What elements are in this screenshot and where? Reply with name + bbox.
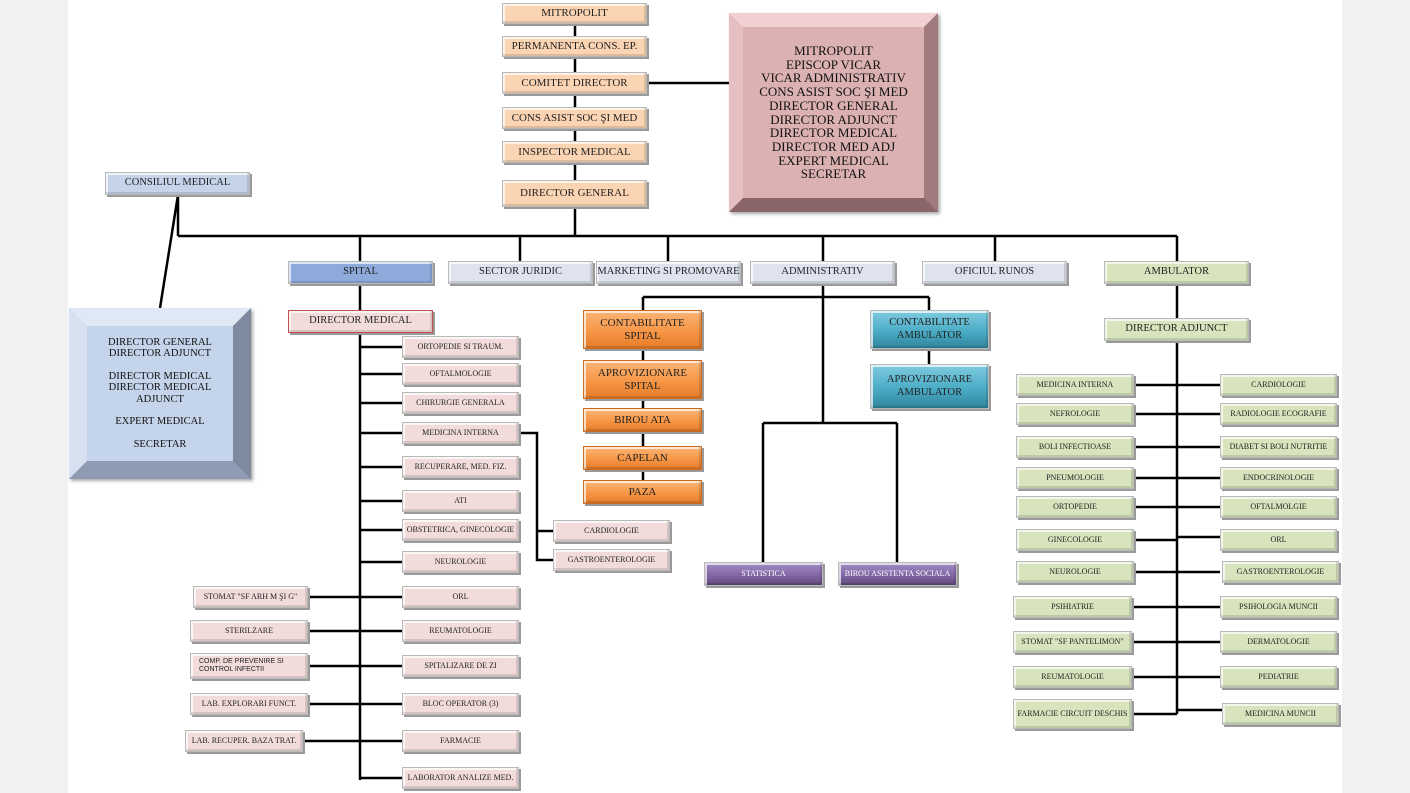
department-node: MARKETING SI PROMOVARE	[596, 261, 741, 284]
spital-subsection-node: CARDIOLOGIE	[553, 520, 670, 542]
spital-section-node: SPITALIZARE DE ZI	[402, 655, 519, 677]
ambulator-right-node: MEDICINA MUNCII	[1222, 703, 1339, 725]
spital-support-node: STERILZARE	[190, 620, 308, 642]
spital-section-node: ORTOPEDIE SI TRAUM.	[402, 336, 519, 358]
spital-section-node: MEDICINA INTERNA	[402, 422, 519, 444]
admin-ambulator-unit: CONTABILITATE AMBULATOR	[870, 310, 989, 349]
department-node: ADMINISTRATIV	[750, 261, 895, 284]
admin-spital-unit: PAZA	[583, 480, 702, 504]
spital-section-node: ATI	[402, 490, 519, 512]
admin-ambulator-unit: APROVIZIONARE AMBULATOR	[870, 364, 989, 409]
ambulator-right-node: DIABET SI BOLI NUTRITIE	[1220, 436, 1337, 458]
ambulator-left-node: BOLI INFECTIOASE	[1016, 436, 1134, 458]
admin-other-unit: BIROU ASISTENTA SOCIALA	[838, 562, 957, 586]
comitet-member: VICAR ADMINISTRATIV	[761, 70, 906, 86]
director-medical-node: DIRECTOR MEDICAL	[288, 310, 433, 333]
spital-section-node: NEUROLOGIE	[402, 551, 519, 573]
consiliul-member: EXPERT MEDICAL	[115, 416, 205, 428]
department-node: AMBULATOR	[1104, 261, 1249, 284]
ambulator-left-node: PNEUMOLOGIE	[1016, 467, 1134, 489]
comitet-member: CONS ASIST SOC ŞI MED	[759, 84, 908, 100]
ambulator-right-node: ENDOCRINOLOGIE	[1220, 467, 1337, 489]
ambulator-right-node: DERMATOLOGIE	[1220, 631, 1337, 653]
spital-section-node: BLOC OPERATOR (3)	[402, 693, 519, 715]
comitet-member: DIRECTOR GENERAL	[769, 97, 898, 113]
admin-spital-unit: APROVIZIONARE SPITAL	[583, 360, 702, 399]
ambulator-left-node: GINECOLOGIE	[1016, 529, 1134, 551]
governance-node: PERMANENTA CONS. EP.	[502, 36, 647, 57]
spital-section-node: CHIRURGIE GENERALA	[402, 392, 519, 414]
spital-section-node: OFTALMOLOGIE	[402, 363, 519, 385]
governance-node: COMITET DIRECTOR	[502, 72, 647, 94]
ambulator-right-node: OFTALMOLGIE	[1220, 496, 1337, 518]
spital-support-node: LAB. EXPLORARI FUNCT.	[190, 693, 308, 715]
admin-other-unit: STATISTICA	[704, 562, 823, 586]
consiliul-member: SECRETAR	[133, 438, 187, 450]
governance-node: MITROPOLIT	[502, 3, 647, 24]
governance-node: INSPECTOR MEDICAL	[502, 141, 647, 163]
comitet-member: DIRECTOR MED ADJ	[771, 138, 896, 154]
comitet-member: EXPERT MEDICAL	[778, 152, 889, 168]
consiliul-member: DIRECTOR MEDICAL	[108, 370, 212, 382]
ambulator-left-node: REUMATOLOGIE	[1013, 666, 1132, 688]
comitet-member: MITROPOLIT	[794, 42, 873, 58]
comitet-member: DIRECTOR MEDICAL	[769, 125, 898, 141]
governance-node: DIRECTOR GENERAL	[502, 180, 647, 207]
spital-section-node: FARMACIE	[402, 730, 519, 752]
consiliul-member: DIRECTOR GENERAL	[108, 336, 212, 348]
comitet-member: SECRETAR	[800, 166, 867, 182]
department-node: SPITAL	[288, 261, 433, 284]
spital-section-node: OBSTETRICA, GINECOLOGIE	[402, 519, 519, 541]
spital-support-node: STOMAT "SF ARH M ŞI G"	[193, 586, 308, 608]
admin-spital-unit: CONTABILITATE SPITAL	[583, 310, 702, 349]
spital-support-node: COMP. DE PREVENIRE SI CONTROL INFECTII	[190, 653, 308, 679]
consiliul-member: DIRECTOR ADJUNCT	[108, 348, 212, 360]
department-node: OFICIUL RUNOS	[922, 261, 1067, 284]
ambulator-left-node: ORTOPEDIE	[1016, 496, 1134, 518]
admin-spital-unit: CAPELAN	[583, 446, 702, 470]
ambulator-left-node: PSIHIATRIE	[1013, 596, 1132, 618]
director-adjunct-node: DIRECTOR ADJUNCT	[1104, 318, 1249, 341]
spital-section-node: RECUPERARE, MED. FIZ.	[402, 456, 519, 478]
ambulator-left-node: NEUROLOGIE	[1016, 561, 1134, 583]
ambulator-left-node: MEDICINA INTERNA	[1016, 374, 1134, 396]
spital-section-node: LABORATOR ANALIZE MED.	[402, 767, 519, 789]
spital-support-node: LAB. RECUPER. BAZA TRAT.	[185, 730, 303, 752]
consiliul-medical-node: CONSILIUL MEDICAL	[105, 172, 250, 195]
ambulator-right-node: PEDIATRIE	[1220, 666, 1337, 688]
spital-section-node: REUMATOLOGIE	[402, 620, 519, 642]
ambulator-left-node: NEFROLOGIE	[1016, 403, 1134, 425]
ambulator-right-node: RADIOLOGIE ECOGRAFIE	[1220, 403, 1337, 425]
governance-node: CONS ASIST SOC ŞI MED	[502, 107, 647, 129]
comitet-member: EPISCOP VICAR	[786, 56, 881, 72]
spital-subsection-node: GASTROENTEROLOGIE	[553, 549, 670, 571]
spital-section-node: ORL	[402, 586, 519, 608]
ambulator-right-node: GASTROENTEROLOGIE	[1222, 561, 1339, 583]
ambulator-left-node: STOMAT "SF PANTELIMON"	[1013, 631, 1132, 653]
ambulator-left-node: FARMACIE CIRCUIT DESCHIS	[1013, 699, 1132, 729]
comitet-member: DIRECTOR ADJUNCT	[770, 111, 897, 127]
ambulator-right-node: ORL	[1220, 529, 1337, 551]
department-node: SECTOR JURIDIC	[448, 261, 593, 284]
admin-spital-unit: BIROU ATA	[583, 408, 702, 432]
consiliul-member: DIRECTOR MEDICAL ADJUNCT	[108, 382, 212, 405]
ambulator-right-node: CARDIOLOGIE	[1220, 374, 1337, 396]
ambulator-right-node: PSIHOLOGIA MUNCII	[1220, 596, 1337, 618]
